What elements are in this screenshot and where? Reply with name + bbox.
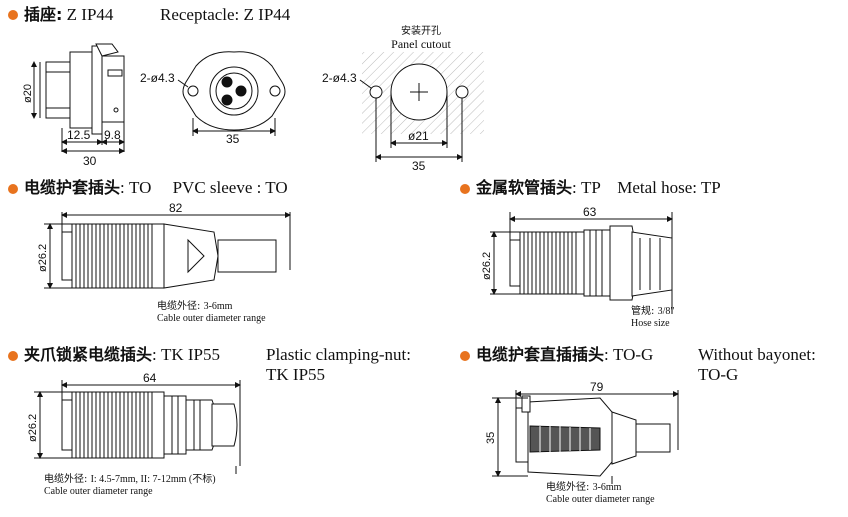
z-d30-label: 30 <box>83 154 97 168</box>
cutout-35-label: 35 <box>412 159 426 173</box>
tp-hose-note: 管规: 3/8" Hose size <box>631 306 675 329</box>
tog-len-label: 79 <box>590 380 604 394</box>
tog-cable-note: 电缆外径: 3-6mm Cable outer diameter range <box>546 482 655 505</box>
heading-to: 电缆护套插头: TO PVC sleeve : TO <box>24 178 288 197</box>
heading-tog: 电缆护套直插插头: TO-G <box>476 345 654 364</box>
bullet-tp <box>460 184 470 194</box>
heading-tk: 夹爪锁紧电缆插头: TK IP55 <box>24 345 221 364</box>
bullet-z <box>8 10 18 20</box>
to-len-label: 82 <box>169 201 183 215</box>
to-plug-drawing <box>44 212 291 289</box>
heading-tog-en: Without bayonet:TO-G <box>698 345 816 384</box>
tk-plug-drawing <box>34 380 241 474</box>
z-d98-label: 9.8 <box>104 128 121 142</box>
panel-cutout <box>362 52 484 162</box>
z-dia20-label: ø20 <box>22 84 34 103</box>
bullet-tk <box>8 351 18 361</box>
heading-receptacle: 插座: Z IP44 <box>24 5 114 24</box>
bullet-tog <box>460 351 470 361</box>
z-d35-label: 35 <box>226 132 240 146</box>
tp-plug-drawing <box>490 212 673 314</box>
cutout-holes-label: 2-ø4.3 <box>322 71 357 85</box>
tk-cable-note: 电缆外径: I: 4.5-7mm, II: 7-12mm (不标) Cable … <box>44 474 216 497</box>
tk-len-label: 64 <box>143 371 157 385</box>
bullet-to <box>8 184 18 194</box>
receptacle-side-view <box>39 43 125 152</box>
cutout-dia-label: ø21 <box>408 129 429 143</box>
heading-tp: 金属软管插头: TP Metal hose: TP <box>476 178 721 197</box>
z-holes-label: 2-ø4.3 <box>140 71 175 85</box>
z-d125-label: 12.5 <box>67 128 91 142</box>
tog-dia-label: 35 <box>485 432 497 444</box>
cutout-title: 安装开孔 Panel cutout <box>391 26 451 51</box>
to-cable-note: 电缆外径: 3-6mm Cable outer diameter range <box>157 301 266 324</box>
heading-receptacle-en: Receptacle: Z IP44 <box>160 5 291 24</box>
receptacle-front-view <box>182 51 286 136</box>
tog-plug-drawing <box>492 390 679 484</box>
to-dia-label: ø26.2 <box>37 244 49 272</box>
tk-dia-label: ø26.2 <box>27 414 39 442</box>
tp-dia-label: ø26.2 <box>481 252 493 280</box>
heading-tk-en: Plastic clamping-nut:TK IP55 <box>266 345 411 384</box>
tp-len-label: 63 <box>583 205 597 219</box>
